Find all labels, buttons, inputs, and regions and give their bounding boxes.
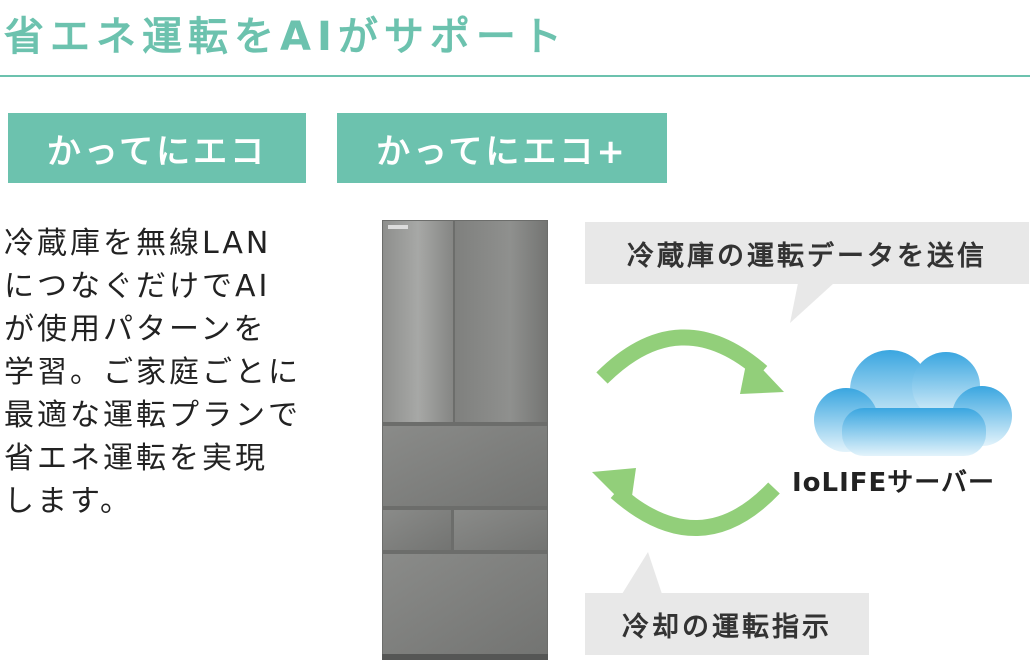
arrow-head-left <box>592 468 636 510</box>
fridge-base <box>382 654 548 660</box>
fridge-right-door <box>455 221 547 422</box>
fridge-middle-drawer <box>383 426 547 506</box>
arrow-head-right <box>740 354 784 394</box>
bubble-tail-top <box>790 283 834 323</box>
server-label: IoLIFEサーバー <box>792 468 996 498</box>
feature-description: 冷蔵庫を無線LAN につなぐだけでAI が使用パターンを 学習。ご家庭ごとに 最… <box>4 222 334 523</box>
badge-katte-ni-eco-plus: かってにエコ+ <box>337 113 667 183</box>
fridge-small-drawer-left <box>383 510 451 550</box>
sync-arrows <box>592 329 784 536</box>
fridge-logo <box>388 225 408 229</box>
description-line: が使用パターンを <box>4 312 267 347</box>
bubble-tail-bottom <box>622 552 662 594</box>
description-line: します。 <box>4 484 133 519</box>
description-line: 最適な運転プランで <box>4 398 301 433</box>
badge-katte-ni-eco: かってにエコ <box>8 113 306 183</box>
arrow-up-curve <box>596 329 768 384</box>
title-divider <box>0 75 1030 77</box>
description-line: につなぐだけでAI <box>4 269 271 304</box>
arrow-down-curve <box>610 482 780 536</box>
description-line: 省エネ運転を実現 <box>4 441 268 476</box>
description-line: 学習。ご家庭ごとに <box>4 355 301 390</box>
refrigerator-image <box>382 220 548 660</box>
cloud-icon <box>814 350 1012 456</box>
fridge-bottom-drawer <box>383 554 547 654</box>
speech-bubble-cooling-instruction: 冷却の運転指示 <box>585 593 869 655</box>
page-title: 省エネ運転をAIがサポート <box>4 14 568 60</box>
fridge-small-drawer-right <box>454 510 547 550</box>
speech-bubble-send-data: 冷蔵庫の運転データを送信 <box>585 222 1029 284</box>
fridge-left-door <box>383 221 453 422</box>
description-line: 冷蔵庫を無線LAN <box>4 226 272 261</box>
